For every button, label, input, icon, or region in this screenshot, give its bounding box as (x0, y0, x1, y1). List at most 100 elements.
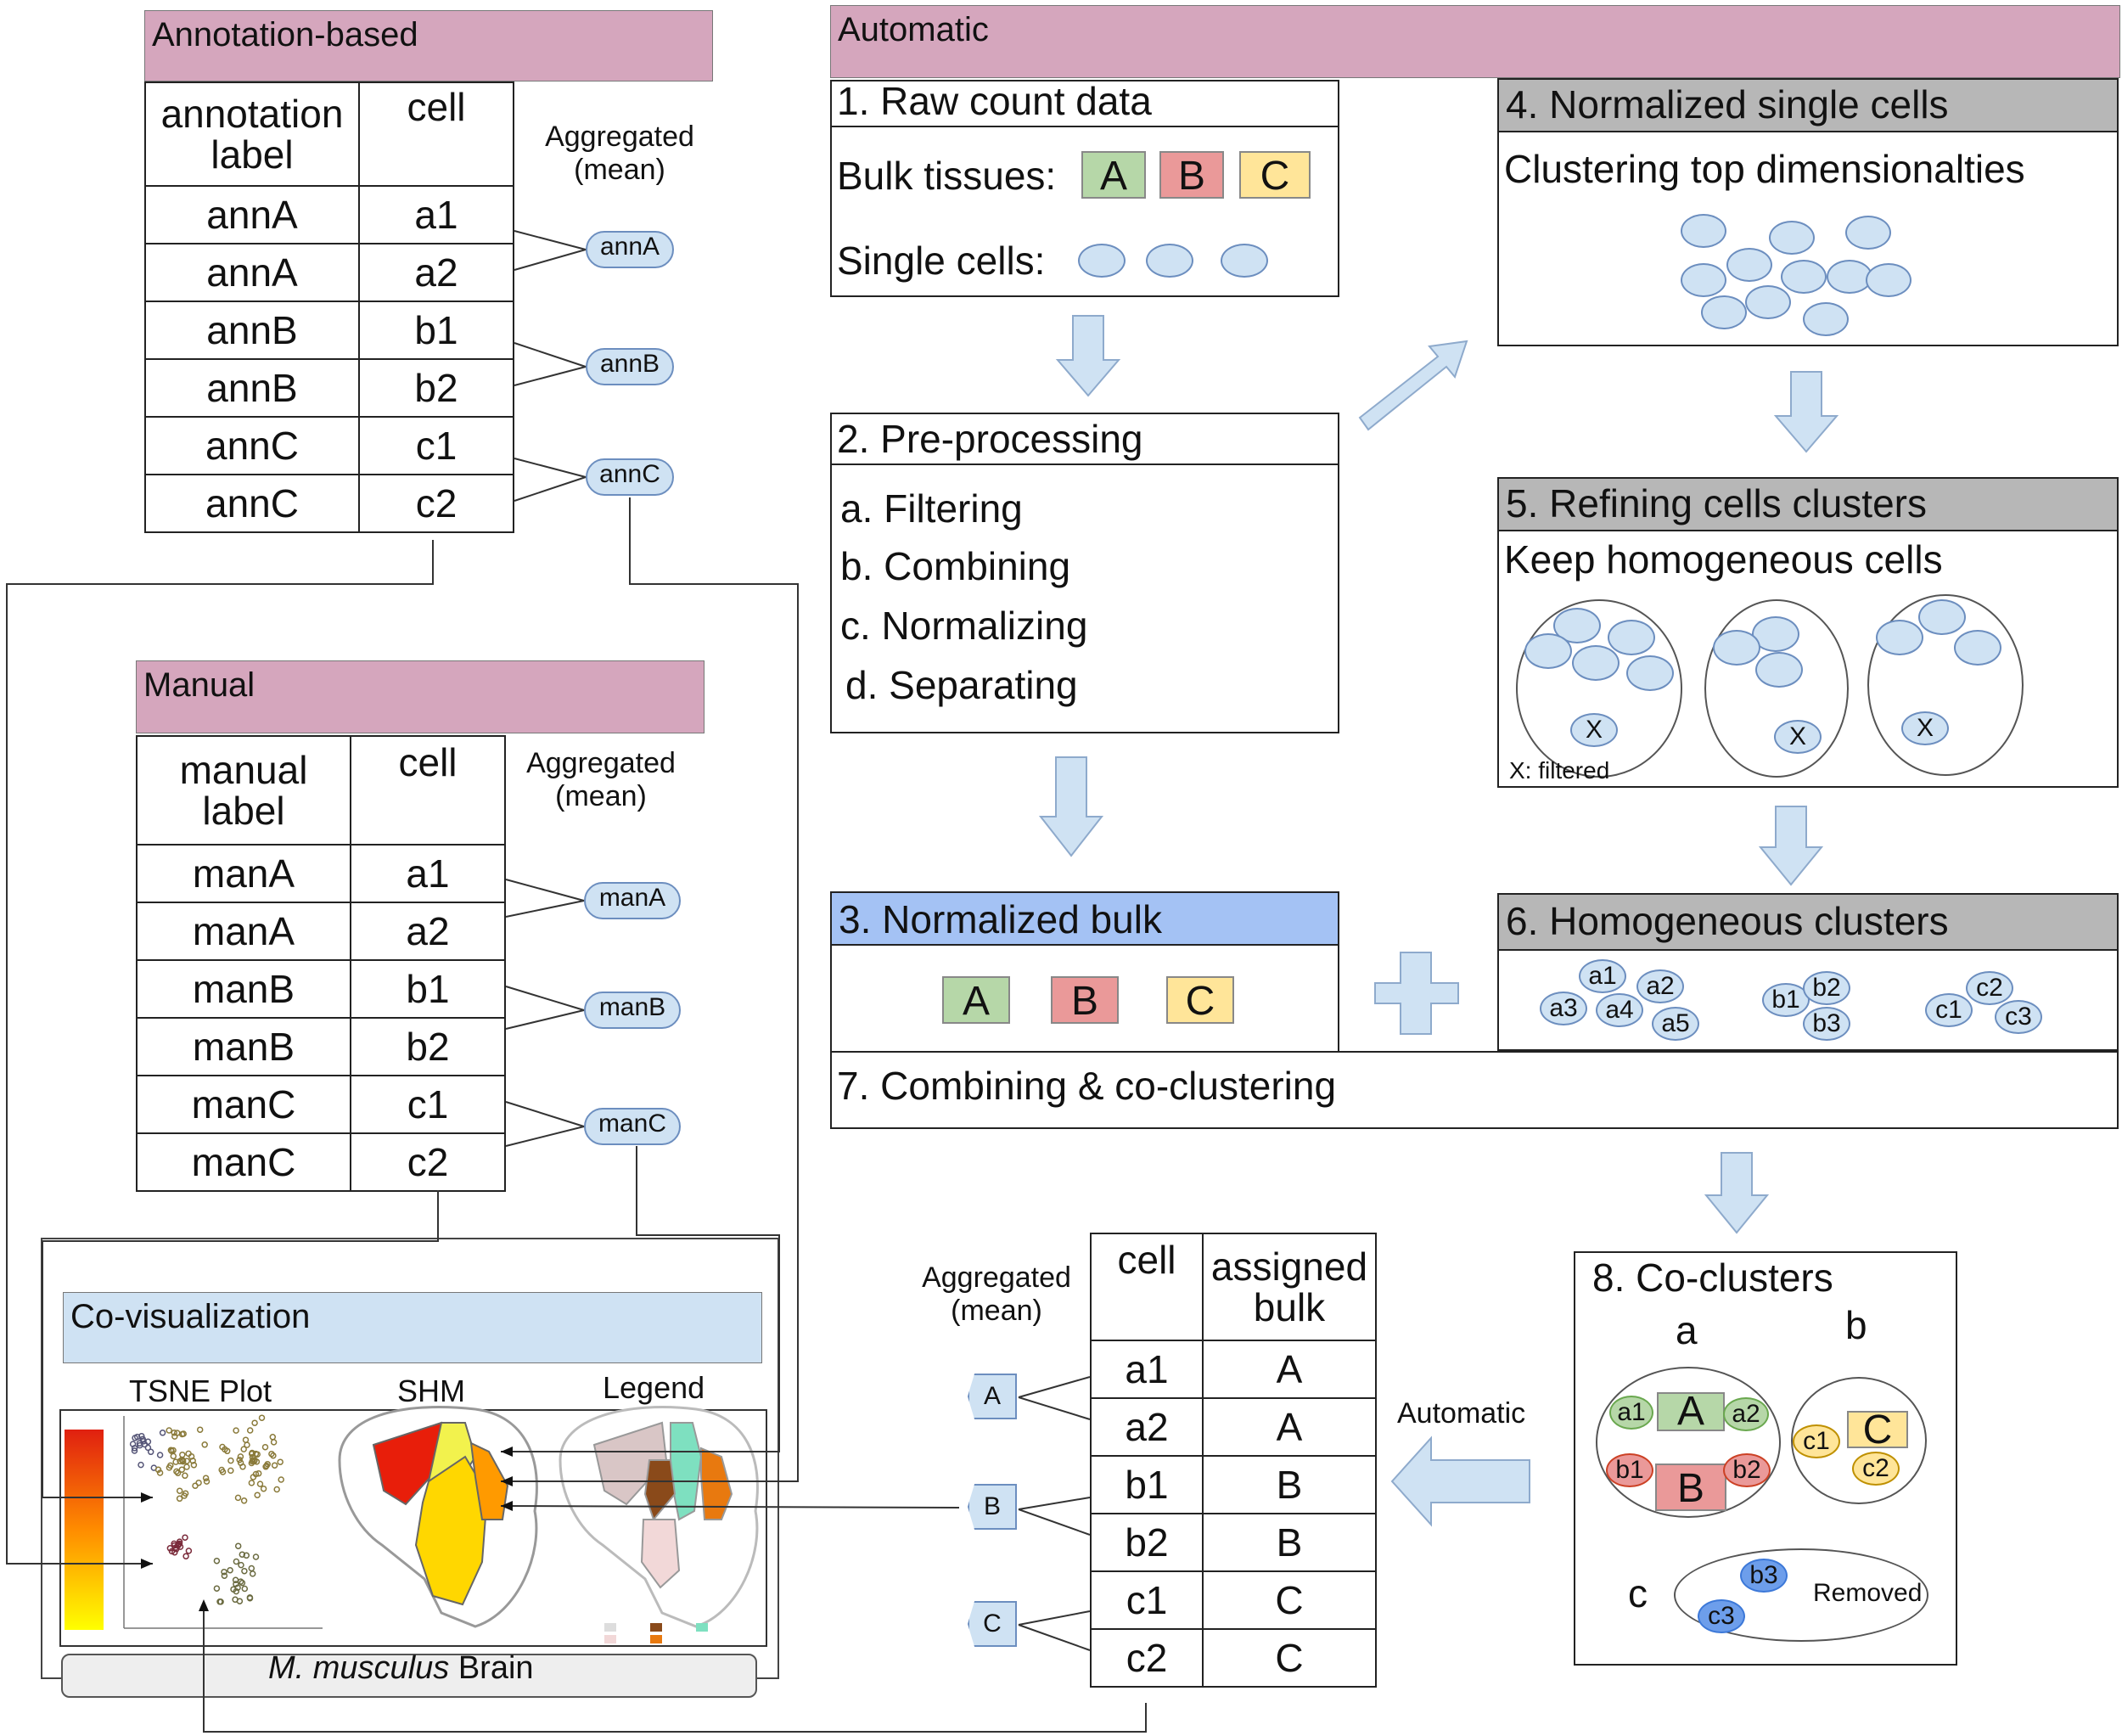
annotation-pill-annC: annC (586, 458, 674, 496)
tsne-point (156, 1469, 164, 1476)
step5-subtitle: Keep homogeneous cells (1504, 537, 1943, 581)
cell-ellipse (1954, 630, 2001, 666)
filtered-cell: X (1570, 713, 1618, 747)
filtered-cell: X (1774, 720, 1822, 754)
cocluster-square-B: B (1655, 1464, 1726, 1511)
tsne-point (136, 1441, 143, 1449)
cell-a5: a5 (1652, 1007, 1699, 1041)
bulk-square-A: A (1081, 151, 1146, 199)
single-cell-ellipse (1146, 244, 1193, 278)
tsne-point (144, 1444, 152, 1452)
tsne-point (154, 1466, 162, 1474)
annotation-header: Annotation-based (144, 10, 713, 81)
tsne-point (213, 1585, 221, 1592)
filtered-note: X: filtered (1509, 757, 1610, 784)
tsne-point (178, 1466, 186, 1473)
tsne-point (132, 1435, 138, 1441)
tsne-point (213, 1557, 221, 1565)
tsne-point (185, 1450, 192, 1458)
tsne-point (183, 1458, 190, 1464)
step2-item: d. Separating (845, 663, 1078, 707)
assigned-hex-A: A (968, 1374, 1017, 1419)
tsne-point (232, 1576, 239, 1584)
cell-ellipse (1726, 248, 1772, 282)
tsne-point (190, 1462, 198, 1469)
coclust-b-label: b (1845, 1303, 1867, 1347)
cell-ellipse (1524, 633, 1572, 669)
cocluster-cell-c2: c2 (1852, 1452, 1900, 1486)
step8-title: 8. Co-clusters (1592, 1256, 1833, 1300)
cell-c2: c2 (1966, 971, 2013, 1005)
tsne-point (167, 1447, 175, 1454)
bulk-square-C: C (1166, 976, 1234, 1024)
tsne-point (227, 1457, 234, 1464)
single-cells-label: Single cells: (837, 239, 1046, 283)
bulk-square-A: A (942, 976, 1010, 1024)
species-caption: M. musculus Brain (268, 1650, 534, 1686)
cocluster-cell-a1: a1 (1609, 1396, 1653, 1430)
tsne-point (170, 1452, 177, 1460)
manual-pill-manA: manA (584, 882, 681, 919)
tsne-point (244, 1441, 250, 1448)
annotation-pill-annB: annB (586, 348, 674, 385)
cell-ellipse (1827, 260, 1872, 294)
bulk-square-B: B (1051, 976, 1119, 1024)
cell-ellipse (1803, 302, 1849, 336)
tsne-point (260, 1485, 267, 1492)
tsne-point (179, 1451, 186, 1458)
assigned-aggregated-label: Aggregated(mean) (922, 1261, 1071, 1327)
cell-ellipse (1713, 630, 1760, 666)
step2-box (830, 413, 1339, 733)
tsne-point (233, 1558, 240, 1565)
tsne-point (252, 1450, 260, 1458)
tsne-point (159, 1430, 166, 1436)
single-cell-ellipse (1078, 244, 1126, 278)
step2-item: a. Filtering (840, 486, 1023, 531)
tsne-point (219, 1443, 226, 1451)
tsne-point (268, 1450, 275, 1458)
annotation-pill-annA: annA (586, 231, 674, 268)
tsne-point (261, 1443, 269, 1451)
tsne-label: TSNE Plot (129, 1374, 272, 1408)
tsne-point (241, 1585, 249, 1593)
step7-box (830, 1051, 2119, 1129)
automatic-arrow-label: Automatic (1397, 1397, 1526, 1430)
cell-ellipse (1781, 260, 1827, 294)
tsne-point (221, 1568, 227, 1576)
tsne-point (232, 1596, 239, 1604)
cell-ellipse (1866, 263, 1911, 297)
step1-title: 1. Raw count data (837, 79, 1152, 123)
manual-aggregated-label: Aggregated(mean) (526, 747, 676, 812)
tsne-point (185, 1548, 193, 1554)
tsne-point (171, 1429, 177, 1436)
step2-title-rule (830, 463, 1339, 465)
automatic-header: Automatic (830, 5, 2120, 78)
cocluster-cell-c1: c1 (1793, 1424, 1840, 1458)
tsne-point (269, 1434, 277, 1441)
tsne-point (203, 1478, 211, 1485)
tsne-point (277, 1458, 283, 1465)
legend-brain-image (559, 1406, 759, 1643)
cell-a4: a4 (1596, 993, 1643, 1027)
step2-title: 2. Pre-processing (837, 417, 1143, 461)
tsne-point (240, 1497, 248, 1504)
tsne-point (218, 1466, 225, 1474)
manual-pill-manC: manC (584, 1108, 681, 1145)
tsne-point (176, 1495, 183, 1503)
assigned-hex-C: C (968, 1601, 1017, 1647)
tsne-point (196, 1426, 204, 1433)
cell-c1: c1 (1925, 993, 1973, 1027)
tsne-point (139, 1435, 146, 1443)
tsne-point (182, 1553, 189, 1559)
